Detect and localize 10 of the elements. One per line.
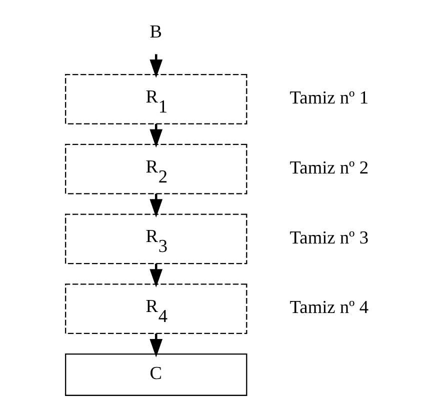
arrow — [149, 334, 162, 358]
arrow — [149, 54, 162, 78]
node-text: B — [149, 22, 162, 42]
arrow — [149, 264, 162, 288]
node-label: Tamiz nº 3 — [289, 227, 368, 248]
node-box: C — [64, 354, 247, 396]
node-label: Tamiz nº 2 — [289, 157, 368, 178]
node-label: Tamiz nº 1 — [289, 88, 368, 108]
arrow — [149, 124, 162, 148]
node-label: Tamiz nº 4 — [289, 297, 368, 318]
